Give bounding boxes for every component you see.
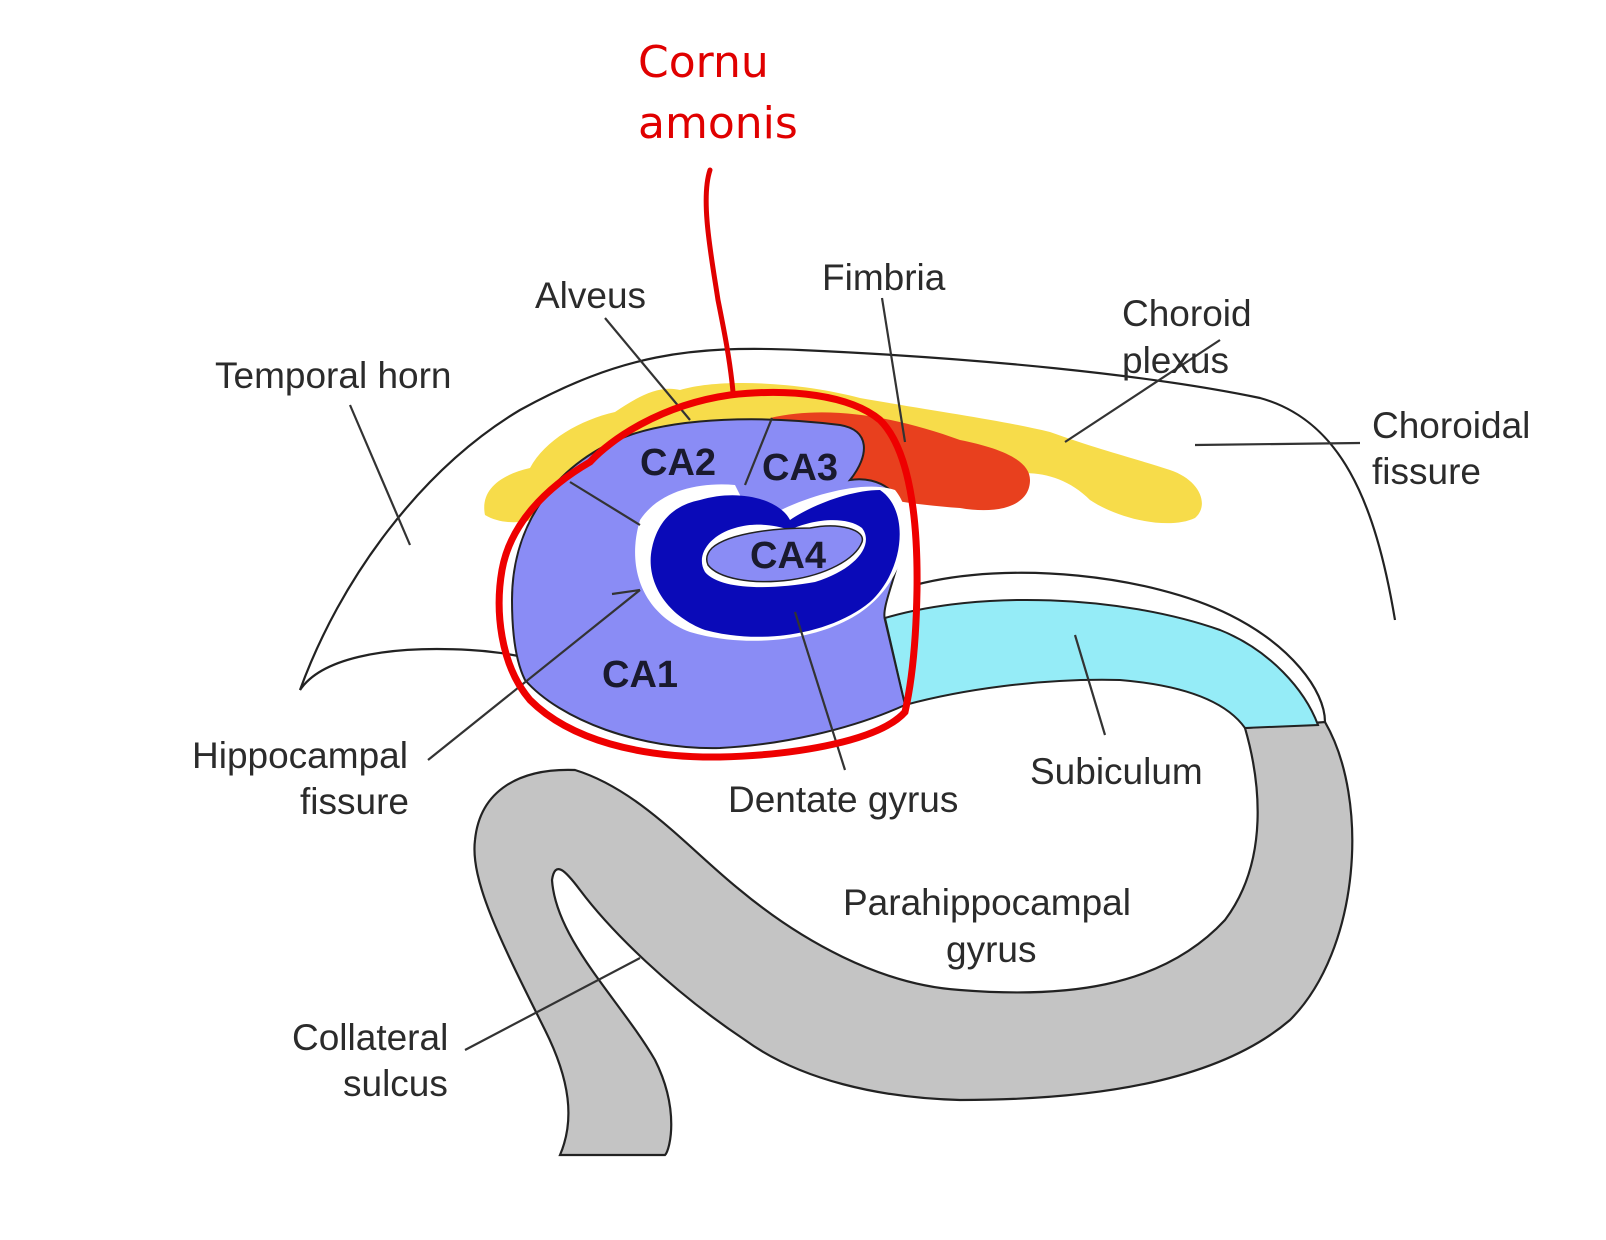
parahippocampal-gyrus-shape xyxy=(473,720,1354,1157)
hippocampus-lower-outline xyxy=(914,571,1327,723)
hippocampal-fissure-label-line1: Hippocampal xyxy=(192,735,408,776)
choroid-plexus-label-line1: Choroid xyxy=(1122,293,1252,334)
temporal-horn-outline xyxy=(298,347,1397,691)
annotation-label-line1: Cornu xyxy=(638,37,769,88)
choroidal-fissure-label-line1: Choroidal xyxy=(1372,405,1530,446)
annotation-pointer-line xyxy=(703,167,736,395)
leader-choroidal-fissure xyxy=(1194,441,1361,447)
subiculum-label: Subiculum xyxy=(1030,751,1203,792)
leader-hippocampal-fissure xyxy=(427,589,641,761)
collateral-sulcus-label-line2: sulcus xyxy=(343,1063,448,1104)
parahippocampal-gyrus-label-line2: gyrus xyxy=(946,929,1036,970)
leader-fimbria xyxy=(880,297,907,443)
ca3-label: CA3 xyxy=(762,447,838,489)
annotation-circle xyxy=(495,388,921,761)
dentate-gyrus-shape xyxy=(650,490,900,637)
dentate-gyrus-label: Dentate gyrus xyxy=(728,779,958,820)
leader-temporal-horn xyxy=(348,404,412,546)
alveus-label: Alveus xyxy=(535,275,646,316)
temporal-horn-label: Temporal horn xyxy=(215,355,452,396)
leader-subiculum xyxy=(1073,634,1107,736)
parahippocampal-gyrus-label-line1: Parahippocampal xyxy=(843,882,1131,923)
leader-choroid-plexus xyxy=(1064,339,1221,443)
ca-boundary-2 xyxy=(743,417,774,486)
ca4-shape xyxy=(706,525,864,583)
fimbria-label: Fimbria xyxy=(822,257,946,298)
ca4-label: CA4 xyxy=(750,535,826,577)
subiculum-shape xyxy=(883,598,1320,730)
annotation-label-line2: amonis xyxy=(638,98,798,149)
ca-boundary-1 xyxy=(569,481,641,526)
hippocampal-fissure-label-line2: fissure xyxy=(300,781,409,822)
ca2-label: CA2 xyxy=(640,442,716,484)
ca1-label: CA1 xyxy=(602,654,678,696)
choroidal-fissure-label-line2: fissure xyxy=(1372,451,1481,492)
leader-collateral-sulcus xyxy=(464,957,641,1051)
choroid-plexus-label-line2: plexus xyxy=(1122,340,1229,381)
collateral-sulcus-label-line1: Collateral xyxy=(292,1017,448,1058)
leader-alveus xyxy=(604,317,691,421)
ca-boundary-3 xyxy=(611,588,641,596)
